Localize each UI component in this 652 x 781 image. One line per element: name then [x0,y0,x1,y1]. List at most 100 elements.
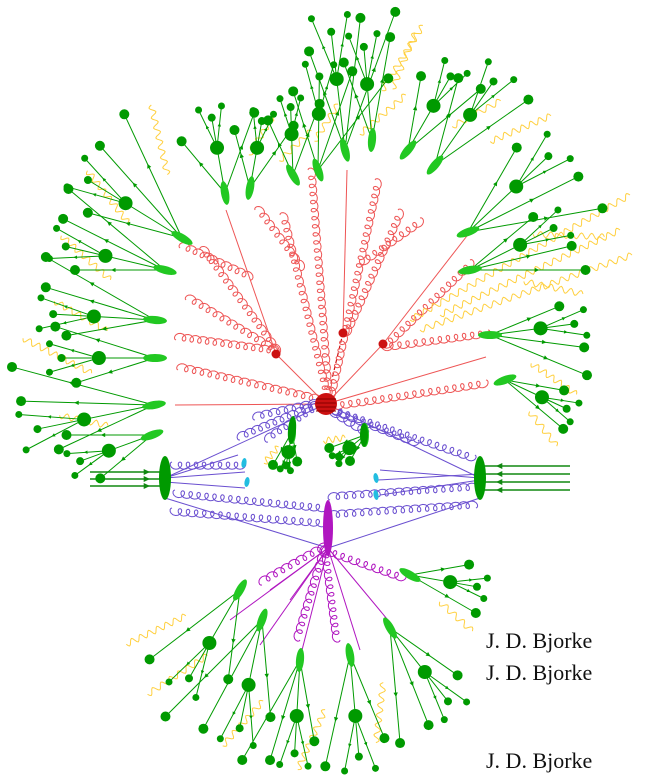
interaction-blobs [140,128,517,672]
arrow-head [239,153,244,159]
hadron-track [299,659,315,742]
gluon-line [173,332,279,355]
arrow-head [348,743,352,748]
hadron-track [489,305,560,336]
arrow-head [280,446,285,452]
decay-dot [71,471,79,479]
hadron-track [349,654,385,739]
decay-dot [441,56,449,64]
arrow-head [545,238,550,242]
decay-track [18,413,85,420]
hadron-dot [472,582,481,591]
hadron-track [68,188,166,271]
arrow-head [232,711,236,716]
arrow-head [534,267,540,273]
hadron-track [202,619,263,729]
hadron-track [489,323,575,336]
hadron-track [233,129,251,189]
gluon-line [381,259,475,349]
arrow-head [526,254,532,259]
hadron-dot [229,125,240,136]
gluon-line [324,547,407,582]
hadron-track [21,400,155,406]
hadron-dot [94,140,105,151]
hadron-dot [443,697,452,706]
arrow-head [466,588,471,593]
hadron-dot [453,73,464,84]
arrow-head [101,326,107,331]
decay-track [304,64,320,115]
arrow-head [305,703,310,709]
hadron-dot [235,724,244,733]
hadron-track [409,564,470,576]
hadron-track [434,77,459,166]
arrow-head [526,317,532,322]
hadron-track [343,62,373,141]
arrow-head [363,741,368,746]
decay-dot [371,764,379,772]
decay-track [279,715,298,765]
hadron-track [371,37,391,141]
hadron-dot [83,175,92,184]
hadron-dot [286,103,295,112]
parton-line [377,473,481,481]
decay-track [469,61,489,116]
hadron-track [317,76,320,171]
beam-remnant-blob [244,477,250,487]
cluster-blob [256,608,268,632]
cluster-blob [233,579,247,601]
hadron-track [389,627,430,726]
hadron-track [62,218,166,271]
decay-dot [304,762,312,770]
decay-dot [554,206,562,214]
arrow-head [206,125,210,130]
decay-dot [270,110,278,118]
arrow-head [292,444,297,450]
arrow-head [231,638,236,644]
decay-dot [276,761,284,769]
hadron-dot [390,6,401,17]
decay-dot [35,325,43,333]
arrow-head [310,85,314,90]
hadron-dot [580,265,591,275]
hadron-track [467,147,518,233]
hadron-dot [345,455,355,466]
hadron-dot [558,423,569,434]
decay-track [40,297,95,317]
arrow-head [496,462,503,470]
arrow-head [477,84,481,89]
decay-dot [286,467,294,475]
hadron-track [11,366,155,406]
hadron-track [65,245,166,271]
arrow-head [449,86,454,91]
hadron-dot [61,330,72,341]
arrow-head [335,110,340,116]
parton-line [379,479,481,496]
arrow-head [409,681,414,687]
hadron-dot [446,72,455,81]
photon-line [438,601,474,632]
hadron-track [504,379,564,430]
hadron-track [261,619,271,718]
hadron-track [79,434,153,462]
hadron-track [87,212,183,239]
hadron-dot [282,461,291,470]
decay-track [39,315,95,330]
hadron-dot [523,94,534,105]
hadron-dot [119,109,130,120]
decay-dot [45,368,53,376]
decay-dot [37,294,45,302]
hadron-dot [185,674,193,683]
arrow-head [63,305,68,309]
arrow-head [468,578,473,582]
cluster-blob [383,617,397,639]
secondary-line [327,547,361,651]
parton-line [164,497,329,549]
hadron-track [469,227,554,271]
decay-track [515,158,571,187]
hadron-dot [566,240,577,251]
decay-track [366,33,378,85]
decay-track [540,309,584,329]
arrow-head [281,715,286,721]
decay-track [424,671,445,720]
